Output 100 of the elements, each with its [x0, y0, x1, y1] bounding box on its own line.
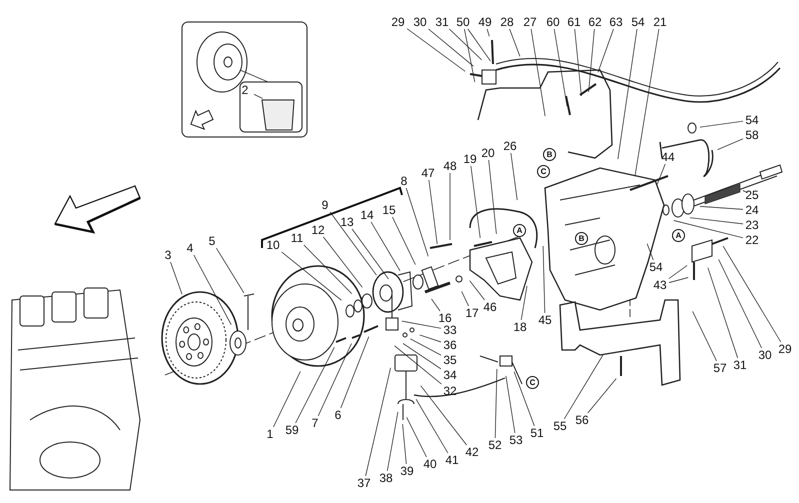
callout-number: 35 — [441, 353, 459, 367]
callout-number: 29 — [776, 342, 794, 356]
leader-line — [254, 94, 263, 99]
callout-number: 61 — [565, 15, 583, 29]
callout-number: 17 — [463, 306, 481, 320]
callout-number: 13 — [338, 215, 356, 229]
callout-number: 52 — [486, 438, 504, 452]
callout-number: 59 — [283, 423, 301, 437]
leader-line — [340, 336, 370, 408]
leader-line — [386, 412, 398, 472]
callout-number: 58 — [743, 128, 761, 142]
leader-line — [668, 277, 689, 283]
leader-line — [542, 246, 546, 314]
callout-number: 19 — [461, 152, 479, 166]
leader-line — [509, 28, 520, 57]
leader-line — [318, 343, 352, 416]
reference-mark: A — [513, 224, 526, 237]
leader-line — [431, 298, 440, 312]
leader-line — [402, 343, 442, 370]
leader-line — [520, 286, 528, 320]
reference-mark: A — [672, 229, 685, 242]
leader-line — [410, 338, 442, 356]
leader-line — [470, 166, 481, 238]
leader-line — [394, 345, 442, 384]
callout-number: 50 — [454, 15, 472, 29]
leader-line — [690, 217, 744, 224]
callout-number: 54 — [629, 15, 647, 29]
leader-line — [216, 248, 244, 294]
reference-mark: B — [543, 148, 556, 161]
leader-line — [193, 254, 232, 326]
callout-number: 2 — [236, 83, 254, 97]
callout-number: 25 — [743, 188, 761, 202]
leader-line — [656, 164, 666, 185]
reference-mark: C — [537, 165, 550, 178]
callout-number: 27 — [521, 15, 539, 29]
callout-number: 6 — [329, 408, 347, 422]
callout-number: 43 — [651, 278, 669, 292]
leader-line — [406, 28, 466, 72]
callout-number: 49 — [476, 15, 494, 29]
leader-line — [506, 376, 516, 434]
leader-line — [365, 367, 391, 476]
leader-line — [304, 244, 352, 294]
callout-number: 12 — [309, 223, 327, 237]
leader-line — [420, 385, 467, 446]
leader-line — [618, 28, 638, 160]
leader-line — [281, 252, 342, 301]
leader-line — [587, 378, 617, 414]
callout-number: 22 — [743, 233, 761, 247]
callout-number: 20 — [479, 146, 497, 160]
leader-line — [708, 267, 738, 358]
callout-number: 18 — [511, 320, 529, 334]
callout-number: 48 — [441, 159, 459, 173]
callout-number: 54 — [743, 113, 761, 127]
leader-line — [742, 190, 748, 194]
callout-number: 31 — [433, 15, 451, 29]
leader-line — [428, 28, 474, 67]
leader-line — [668, 265, 688, 279]
leader-line — [370, 222, 400, 272]
callout-number: 56 — [573, 413, 591, 427]
callout-number: 26 — [501, 139, 519, 153]
leader-line — [323, 236, 363, 288]
leader-line — [692, 311, 717, 362]
callout-number: 46 — [481, 300, 499, 314]
leader-line — [634, 28, 660, 176]
callout-number: 21 — [651, 15, 669, 29]
leader-line — [273, 371, 301, 428]
leader-line — [416, 398, 448, 454]
leader-line — [718, 259, 762, 348]
leader-line — [352, 228, 389, 280]
callout-number: 9 — [316, 198, 334, 212]
callout-number: 41 — [443, 453, 461, 467]
leader-line — [330, 212, 377, 276]
callout-number: 62 — [586, 15, 604, 29]
leader-line — [530, 28, 546, 116]
leader-line — [564, 354, 604, 420]
leader-line — [717, 138, 744, 150]
leader-line — [406, 417, 427, 458]
callout-number: 29 — [389, 15, 407, 29]
callout-number: 42 — [463, 445, 481, 459]
leader-line — [468, 28, 491, 62]
callout-number: 23 — [743, 218, 761, 232]
leader-line — [510, 152, 518, 200]
reference-mark: C — [526, 376, 539, 389]
callout-number: 4 — [181, 241, 199, 255]
leader-line — [464, 28, 476, 82]
leader-line — [646, 243, 654, 260]
callout-number: 51 — [528, 426, 546, 440]
callout-number: 30 — [411, 15, 429, 29]
callout-number: 38 — [377, 471, 395, 485]
leader-line — [574, 28, 582, 96]
leader-line — [514, 371, 535, 426]
leader-line — [402, 320, 442, 329]
leader-line — [554, 28, 568, 106]
callout-number: 40 — [421, 457, 439, 471]
leader-line — [170, 262, 182, 295]
leader-line — [461, 291, 469, 306]
leader-line — [494, 368, 498, 438]
callout-number: 54 — [647, 260, 665, 274]
callout-number: 57 — [711, 361, 729, 375]
leader-line — [469, 280, 485, 300]
